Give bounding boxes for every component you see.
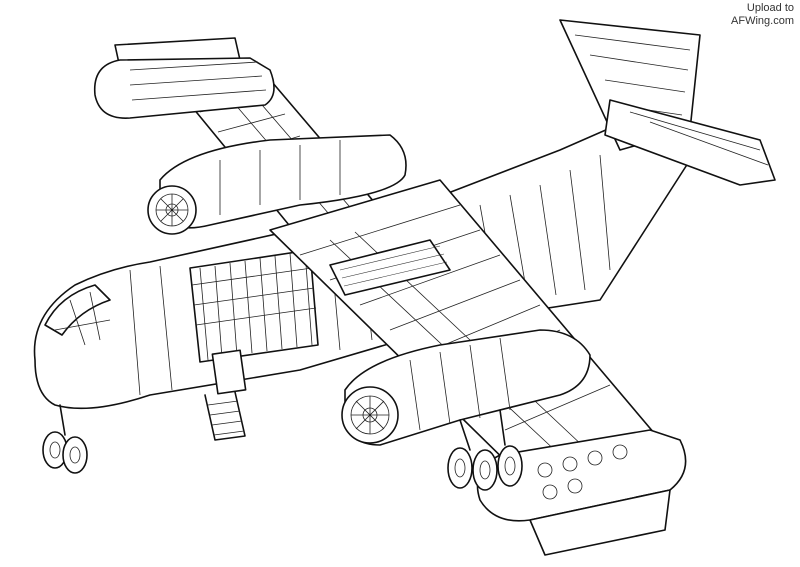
main-landing-gear [447, 409, 523, 491]
nose-landing-gear [42, 404, 88, 474]
watermark-line-2: AFWing.com [731, 15, 794, 27]
upper-wingtip-pod [93, 37, 275, 119]
lower-engine-nacelle [341, 329, 591, 446]
upper-engine-nacelle [147, 134, 407, 235]
watermark-line-1: Upload to [746, 2, 794, 14]
watermark: Upload to AFWing.com [731, 2, 794, 28]
lower-wingtip-pod [476, 429, 687, 556]
